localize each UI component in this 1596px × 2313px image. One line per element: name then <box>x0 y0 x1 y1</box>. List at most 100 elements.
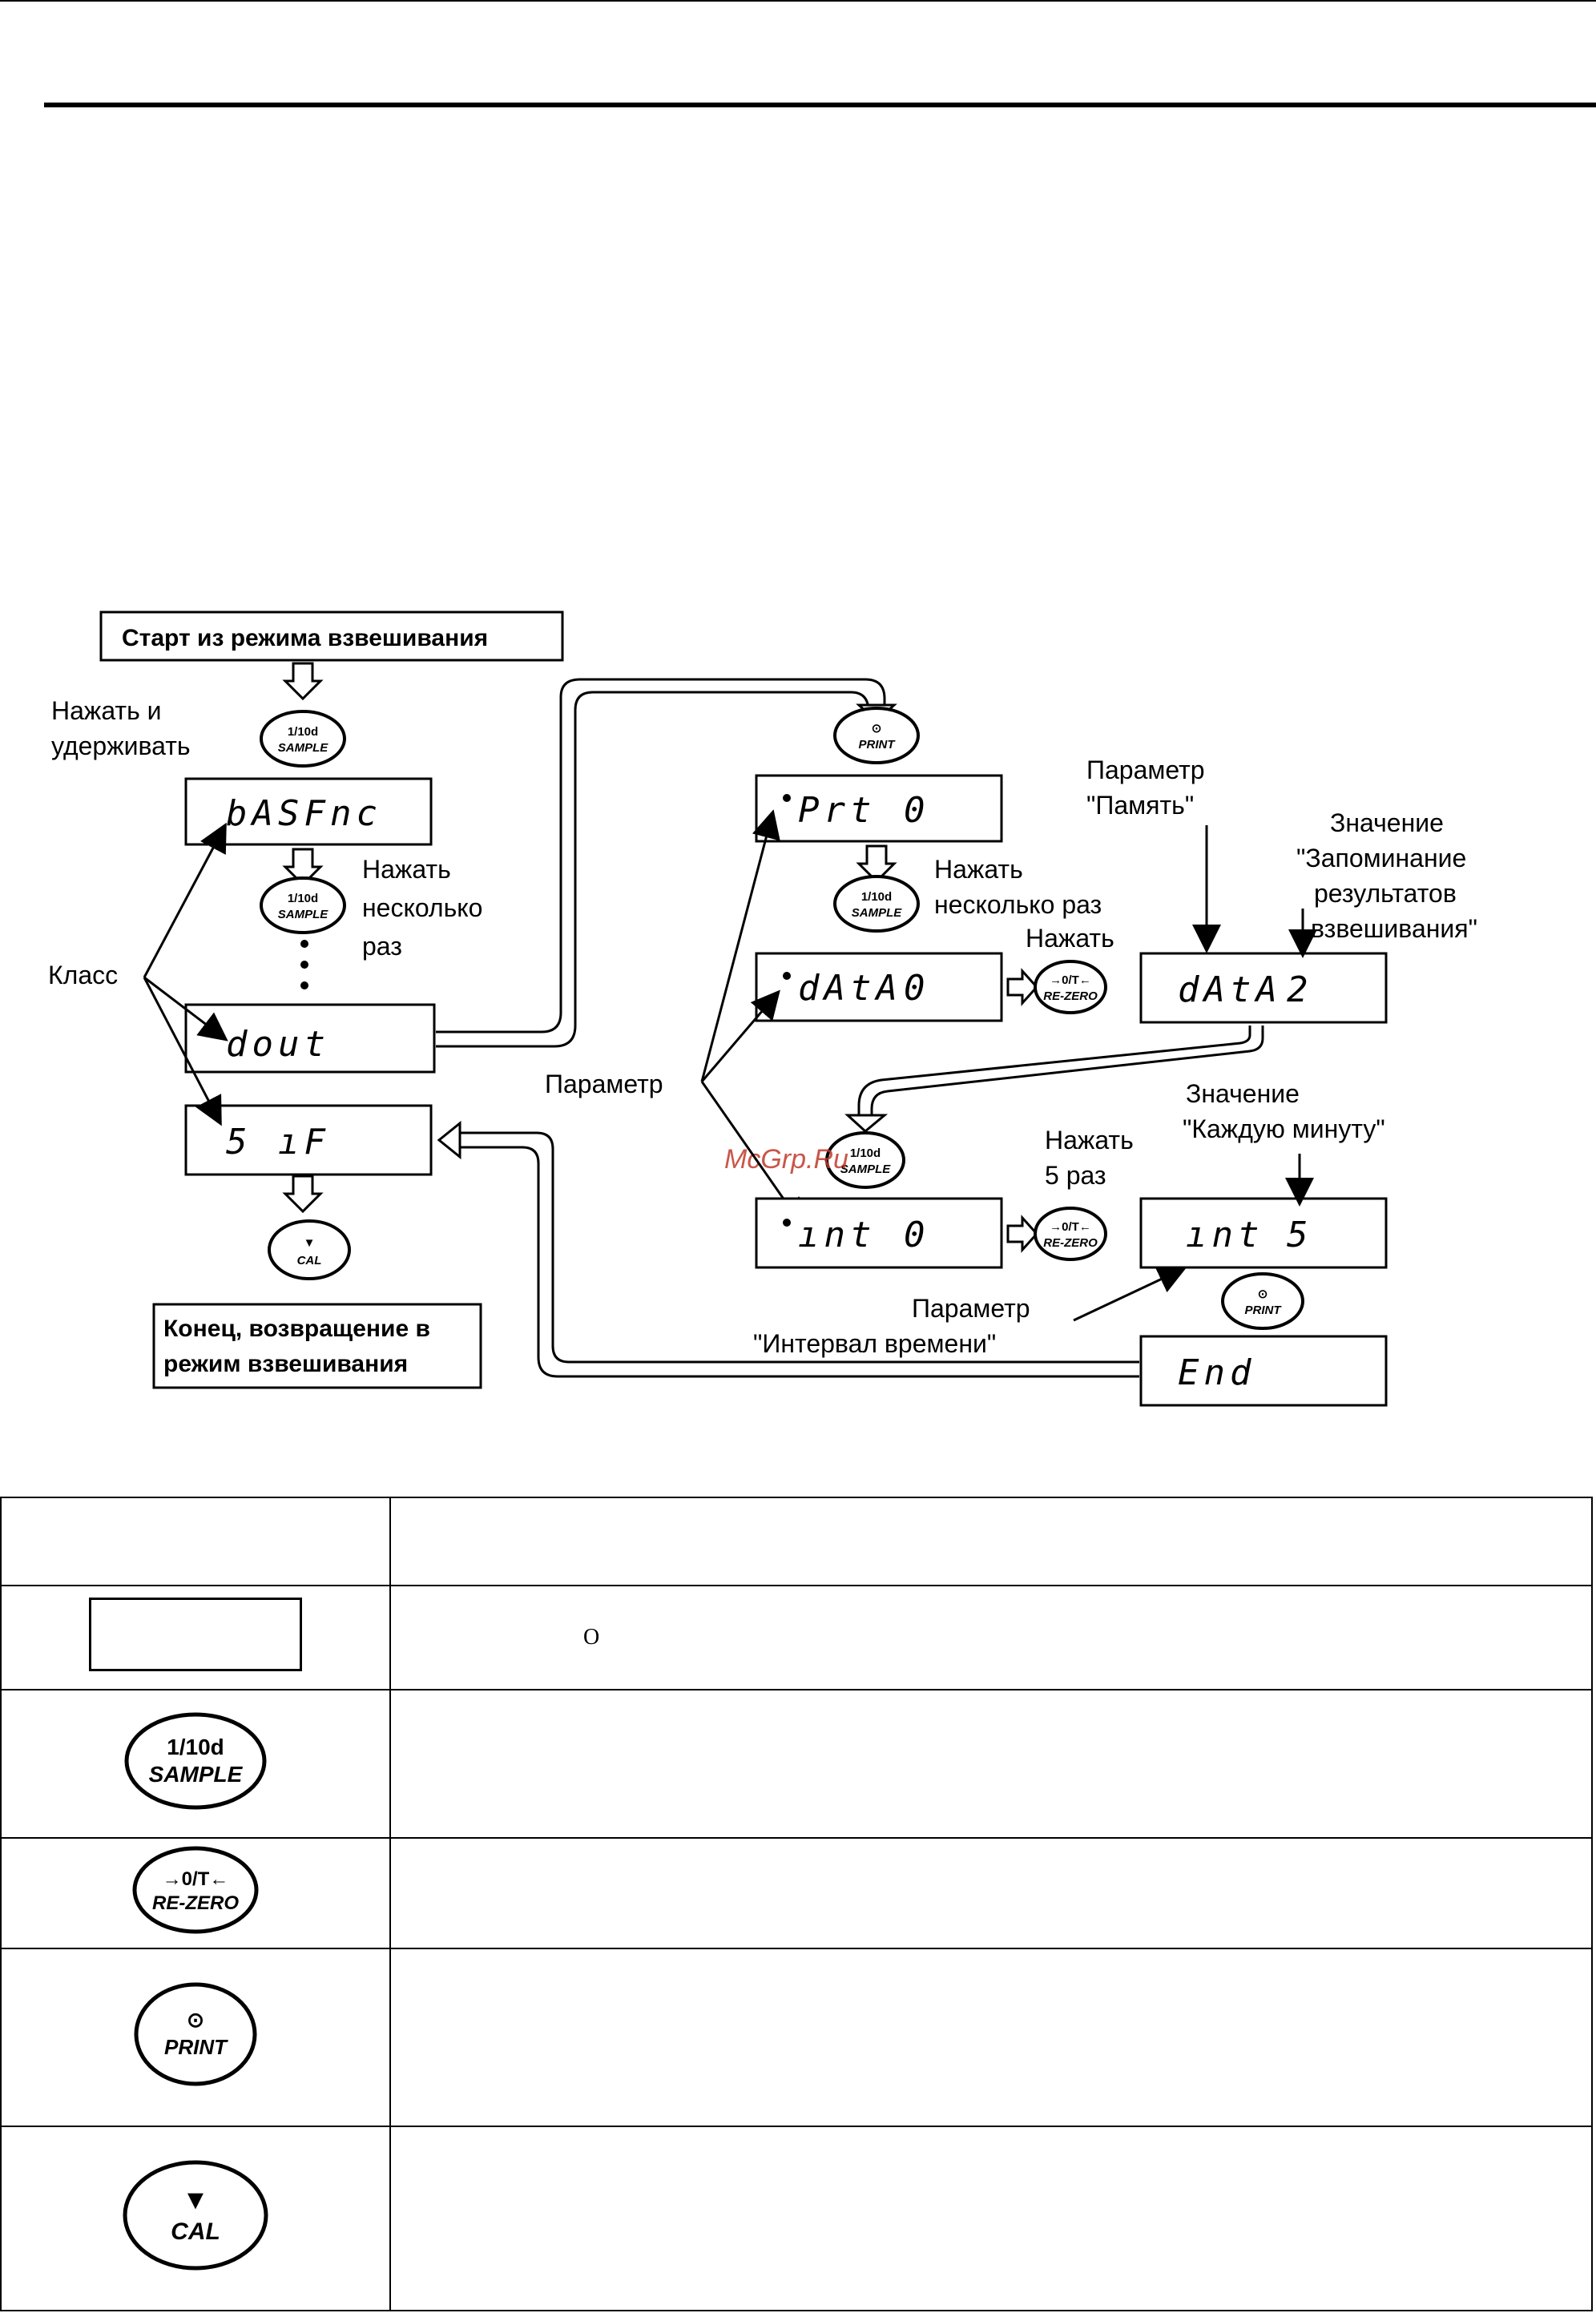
table-row: →0/T← RE-ZERO <box>0 1837 1593 1949</box>
svg-text:→0/T←: →0/T← <box>1050 1220 1091 1234</box>
svg-text:"Запоминание: "Запоминание <box>1296 844 1466 872</box>
top-rule <box>0 0 1596 2</box>
display-sif: 5 ıF <box>184 1104 433 1176</box>
svg-text:RE-ZERO: RE-ZERO <box>1043 989 1098 1003</box>
press-several-label-3: раз <box>362 932 402 961</box>
svg-text:2: 2 <box>1287 969 1313 1010</box>
svg-text:▼: ▼ <box>304 1236 316 1250</box>
rezero-button-icon: →0/T← RE-ZERO <box>1034 960 1107 1014</box>
display-end: End <box>1139 1335 1388 1407</box>
svg-text:Параметр: Параметр <box>1086 756 1205 784</box>
svg-text:несколько раз: несколько раз <box>934 890 1102 919</box>
svg-text:5: 5 <box>1287 1215 1313 1255</box>
parameter-label: Параметр <box>545 1070 663 1098</box>
svg-text:режим взвешивания: режим взвешивания <box>163 1351 408 1377</box>
display-box-icon <box>89 1598 302 1671</box>
table-row: ▼ CAL <box>0 2126 1593 2311</box>
rezero-button-icon: →0/T← RE-ZERO <box>1034 1207 1107 1261</box>
procedure-diagram: Старт из режима взвешивания Нажать и уде… <box>48 610 1477 1407</box>
table-row <box>0 1497 1593 1586</box>
connector-end-to-sif <box>437 1120 1139 1378</box>
table-row: ⊙ PRINT <box>0 1948 1593 2127</box>
svg-text:⊙: ⊙ <box>187 2008 204 2032</box>
display-basfnc: bASFnc <box>184 777 433 846</box>
press-several-label-2: несколько <box>362 893 482 922</box>
rezero-button-icon: →0/T← RE-ZERO <box>132 1846 259 1934</box>
svg-text:SAMPLE: SAMPLE <box>278 908 329 921</box>
svg-text:CAL: CAL <box>171 2218 220 2245</box>
svg-text:SAMPLE: SAMPLE <box>278 741 329 755</box>
svg-text:взвешивания": взвешивания" <box>1311 914 1477 943</box>
svg-text:1/10d: 1/10d <box>288 725 318 739</box>
svg-text:1/10d: 1/10d <box>861 890 892 904</box>
svg-text:1/10d: 1/10d <box>850 1146 881 1160</box>
svg-text:bASFnc: bASFnc <box>226 793 382 834</box>
svg-text:Конец, возвращение в: Конец, возвращение в <box>163 1316 430 1342</box>
start-box: Старт из режима взвешивания <box>99 610 564 662</box>
svg-text:Параметр: Параметр <box>912 1294 1030 1323</box>
svg-text:Нажать: Нажать <box>1026 924 1114 953</box>
svg-text:dAtA: dAtA <box>798 968 902 1009</box>
svg-text:CAL: CAL <box>297 1254 322 1267</box>
svg-text:0: 0 <box>904 1215 930 1255</box>
print-button-icon: ⊙ PRINT <box>1221 1272 1304 1330</box>
svg-text:→0/T←: →0/T← <box>163 1868 229 1890</box>
svg-text:1/10d: 1/10d <box>167 1735 224 1759</box>
svg-text:⊙: ⊙ <box>1258 1287 1268 1301</box>
svg-text:1/10d: 1/10d <box>288 892 318 905</box>
start-box-text: Старт из режима взвешивания <box>122 625 488 651</box>
key-legend-table: О 1/10d SAMPLE →0/T← RE-ZERO ⊙ PRINT <box>0 1497 1593 2311</box>
svg-text:→0/T←: →0/T← <box>1050 973 1091 987</box>
display-int-5: ınt 5 <box>1139 1197 1388 1269</box>
end-box: Конец, возвращение в режим взвешивания <box>152 1303 482 1389</box>
svg-text:"Память": "Память" <box>1086 791 1194 820</box>
ellipsis-dots <box>300 940 308 989</box>
print-button-icon: ⊙ PRINT <box>134 1982 257 2086</box>
display-int: ınt 0 <box>755 1197 1003 1269</box>
svg-text:Значение: Значение <box>1186 1079 1300 1108</box>
svg-text:Prt: Prt <box>798 790 876 831</box>
sample-button-icon: 1/10d SAMPLE <box>825 1131 905 1189</box>
svg-text:ınt: ınt <box>1186 1215 1264 1255</box>
svg-text:⊙: ⊙ <box>872 722 882 735</box>
display-data-2: dAtA 2 <box>1139 952 1388 1024</box>
svg-text:PRINT: PRINT <box>1245 1304 1283 1317</box>
table-row: 1/10d SAMPLE <box>0 1689 1593 1839</box>
svg-text:PRINT: PRINT <box>164 2035 228 2059</box>
svg-text:Нажать: Нажать <box>934 855 1023 884</box>
svg-text:0: 0 <box>904 968 930 1009</box>
svg-text:Нажать: Нажать <box>1045 1126 1134 1154</box>
header-rule <box>44 103 1596 107</box>
table-row-note: О <box>389 1585 1593 1690</box>
svg-text:"Каждую минуту": "Каждую минуту" <box>1183 1114 1385 1143</box>
svg-text:Значение: Значение <box>1330 808 1444 837</box>
svg-text:PRINT: PRINT <box>859 738 897 752</box>
cal-button-icon: ▼ CAL <box>123 2160 268 2271</box>
svg-text:5 раз: 5 раз <box>1045 1161 1106 1190</box>
sample-button-icon: 1/10d SAMPLE <box>124 1712 267 1809</box>
class-label: Класс <box>48 961 118 989</box>
table-row: О <box>0 1585 1593 1690</box>
sample-button-icon: 1/10d SAMPLE <box>260 710 346 768</box>
svg-text:SAMPLE: SAMPLE <box>149 1762 244 1787</box>
svg-text:0: 0 <box>904 790 930 831</box>
press-hold-label-1: Нажать и <box>51 696 162 725</box>
sample-button-icon: 1/10d SAMPLE <box>833 875 920 933</box>
cal-button-icon: ▼ CAL <box>268 1219 351 1280</box>
svg-text:"Интервал времени": "Интервал времени" <box>753 1329 996 1358</box>
svg-text:SAMPLE: SAMPLE <box>840 1163 892 1176</box>
class-arrows <box>143 822 228 1126</box>
svg-text:RE-ZERO: RE-ZERO <box>1043 1236 1098 1250</box>
print-button-icon: ⊙ PRINT <box>833 707 920 764</box>
svg-text:dAtA: dAtA <box>1178 969 1282 1010</box>
svg-text:ınt: ınt <box>798 1215 876 1255</box>
watermark: McGrp.Ru <box>724 1144 848 1175</box>
press-several-label-1: Нажать <box>362 855 451 884</box>
svg-text:RE-ZERO: RE-ZERO <box>152 1892 239 1914</box>
svg-text:результатов: результатов <box>1314 879 1457 908</box>
svg-text:dout: dout <box>226 1024 330 1065</box>
svg-text:▼: ▼ <box>182 2185 209 2215</box>
display-data: dAtA 0 <box>755 952 1003 1022</box>
svg-text:SAMPLE: SAMPLE <box>852 906 903 920</box>
svg-text:5 ıF: 5 ıF <box>226 1122 330 1163</box>
